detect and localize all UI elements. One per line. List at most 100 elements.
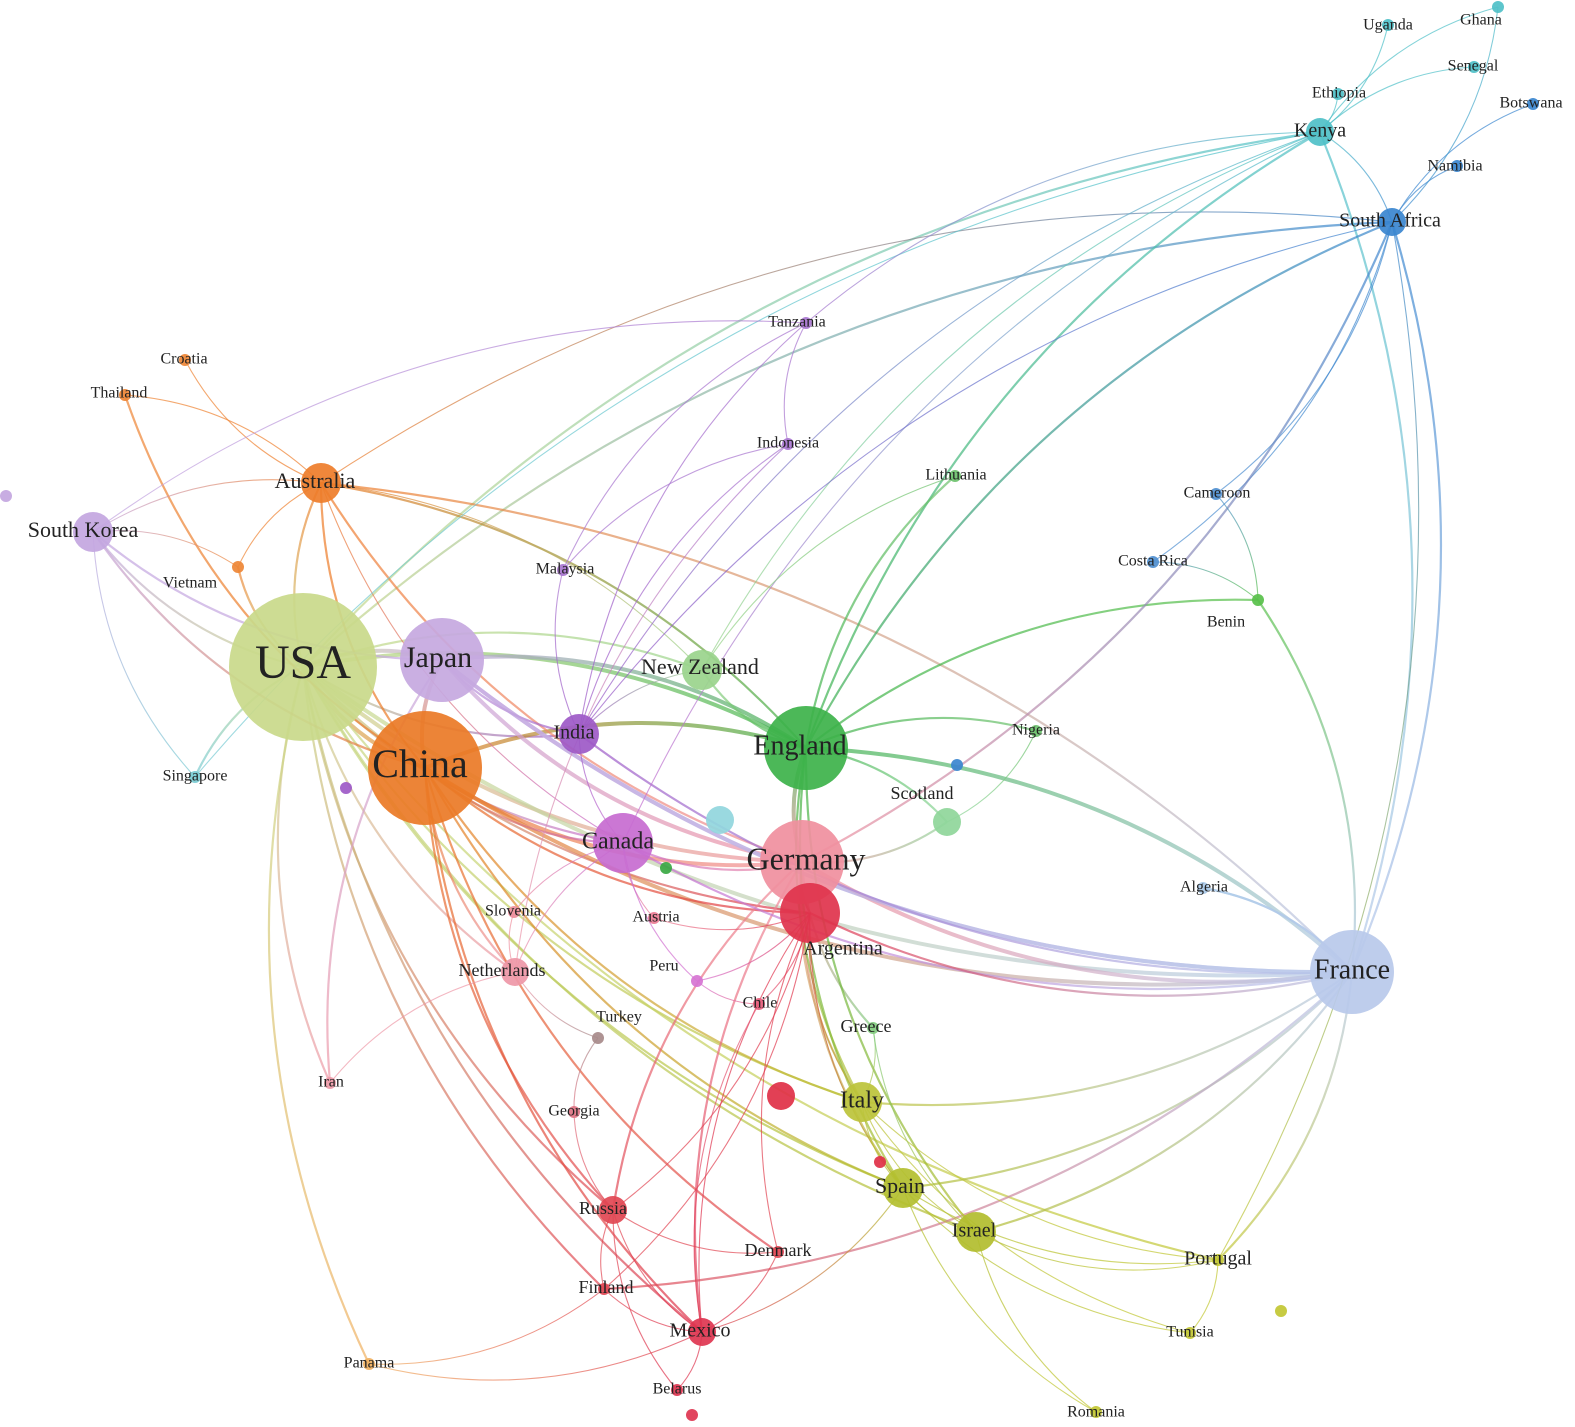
node-layer xyxy=(0,1,1539,1421)
edge-france-finland xyxy=(603,971,1353,1291)
node-germany[interactable] xyxy=(760,820,844,904)
node-ethiopia[interactable] xyxy=(1332,88,1344,100)
node-croatia[interactable] xyxy=(179,354,191,366)
node-unlabeled-1[interactable] xyxy=(706,806,734,834)
node-ghana[interactable] xyxy=(1492,1,1504,13)
node-south-korea[interactable] xyxy=(73,512,113,552)
node-lithuania[interactable] xyxy=(949,470,961,482)
node-italy[interactable] xyxy=(842,1082,882,1122)
node-algeria[interactable] xyxy=(1197,882,1209,894)
edge-france-portugal xyxy=(1217,971,1354,1261)
edge-netherlands-iran xyxy=(329,971,516,1084)
node-argentina[interactable] xyxy=(780,883,840,943)
edge-nigeria-scotland xyxy=(946,730,1037,823)
node-usa[interactable] xyxy=(229,593,377,741)
node-austria[interactable] xyxy=(648,912,660,924)
edge-mexico-chile xyxy=(693,1003,760,1333)
node-netherlands[interactable] xyxy=(501,958,529,986)
node-canada[interactable] xyxy=(593,813,653,873)
node-unlabeled-6[interactable] xyxy=(1275,1305,1287,1317)
node-england[interactable] xyxy=(764,706,848,790)
node-mexico[interactable] xyxy=(688,1318,716,1346)
edge-panama-mexico xyxy=(368,1331,703,1381)
node-finland[interactable] xyxy=(598,1283,610,1295)
node-cameroon[interactable] xyxy=(1210,488,1222,500)
edge-india-indonesia xyxy=(578,443,789,735)
edge-france-south_africa xyxy=(1350,221,1443,973)
node-uganda[interactable] xyxy=(1382,19,1394,31)
edge-england-south_africa xyxy=(805,220,1393,749)
edge-spain-romania xyxy=(902,1187,1097,1413)
node-japan[interactable] xyxy=(400,618,484,702)
node-australia[interactable] xyxy=(301,463,341,503)
node-namibia[interactable] xyxy=(1451,160,1463,172)
node-georgia[interactable] xyxy=(568,1106,580,1118)
edge-south_africa-india xyxy=(578,221,1393,735)
node-botswana[interactable] xyxy=(1527,98,1539,110)
node-india[interactable] xyxy=(559,714,599,754)
edge-layer xyxy=(92,6,1534,1413)
edge-south_africa-ghana xyxy=(1391,6,1499,223)
edge-israel-portugal xyxy=(975,1231,1219,1271)
edge-greece-israel xyxy=(872,1027,977,1233)
edge-benin-cameroon xyxy=(1215,493,1259,601)
edge-argentina-russia xyxy=(612,912,811,1211)
edge-china-thailand xyxy=(123,394,426,769)
node-unlabeled-8[interactable] xyxy=(686,1409,698,1421)
node-senegal[interactable] xyxy=(1468,61,1480,73)
edge-australia-england xyxy=(320,481,807,749)
node-tanzania[interactable] xyxy=(800,317,812,329)
node-chile[interactable] xyxy=(753,998,765,1010)
node-tunisia[interactable] xyxy=(1184,1327,1196,1339)
node-unlabeled-2[interactable] xyxy=(660,862,672,874)
node-unlabeled-4[interactable] xyxy=(767,1082,795,1110)
edge-usa-finland xyxy=(301,666,605,1290)
node-nigeria[interactable] xyxy=(1030,725,1042,737)
node-unlabeled-3[interactable] xyxy=(951,759,963,771)
node-romania[interactable] xyxy=(1090,1406,1102,1418)
edge-england-spain xyxy=(798,747,904,1189)
node-vietnam[interactable] xyxy=(232,561,244,573)
edge-iran-japan xyxy=(326,659,443,1084)
node-portugal[interactable] xyxy=(1212,1254,1224,1266)
node-new-zealand[interactable] xyxy=(682,650,722,690)
node-thailand[interactable] xyxy=(119,389,131,401)
node-china[interactable] xyxy=(368,711,482,825)
node-kenya[interactable] xyxy=(1306,118,1334,146)
edge-mexico-finland xyxy=(603,1288,703,1333)
node-iran[interactable] xyxy=(324,1077,336,1089)
edge-south_africa-germany xyxy=(801,221,1394,863)
node-panama[interactable] xyxy=(363,1358,375,1370)
node-unlabeled-9[interactable] xyxy=(340,782,352,794)
node-slovenia[interactable] xyxy=(508,906,520,918)
node-greece[interactable] xyxy=(867,1022,879,1034)
node-spain[interactable] xyxy=(883,1168,923,1208)
edge-russia-belarus xyxy=(612,1209,678,1391)
edge-italy-tunisia xyxy=(861,1101,1191,1334)
edge-china-france xyxy=(423,766,1353,987)
edge-australia-croatia xyxy=(184,359,322,484)
node-belarus[interactable] xyxy=(671,1384,683,1396)
edge-mexico-spain xyxy=(701,1187,904,1333)
node-israel[interactable] xyxy=(956,1212,996,1252)
node-unlabeled-5[interactable] xyxy=(874,1156,886,1168)
node-russia[interactable] xyxy=(599,1196,627,1224)
node-benin[interactable] xyxy=(1252,594,1264,606)
node-indonesia[interactable] xyxy=(782,438,794,450)
node-peru[interactable] xyxy=(691,975,703,987)
edge-india-malaysia xyxy=(554,569,580,735)
edge-italy-portugal xyxy=(861,1101,1219,1261)
node-denmark[interactable] xyxy=(772,1246,784,1258)
edge-south_africa-costa_rica xyxy=(1152,221,1393,563)
node-france[interactable] xyxy=(1310,930,1394,1014)
node-malaysia[interactable] xyxy=(557,564,569,576)
edge-argentina-denmark xyxy=(760,912,811,1253)
node-turkey[interactable] xyxy=(592,1032,604,1044)
node-costa-rica[interactable] xyxy=(1147,556,1159,568)
node-south-africa[interactable] xyxy=(1378,208,1406,236)
node-scotland[interactable] xyxy=(933,808,961,836)
node-unlabeled-7[interactable] xyxy=(0,490,12,502)
edge-kenya-india xyxy=(578,131,1321,735)
node-singapore[interactable] xyxy=(189,771,201,783)
